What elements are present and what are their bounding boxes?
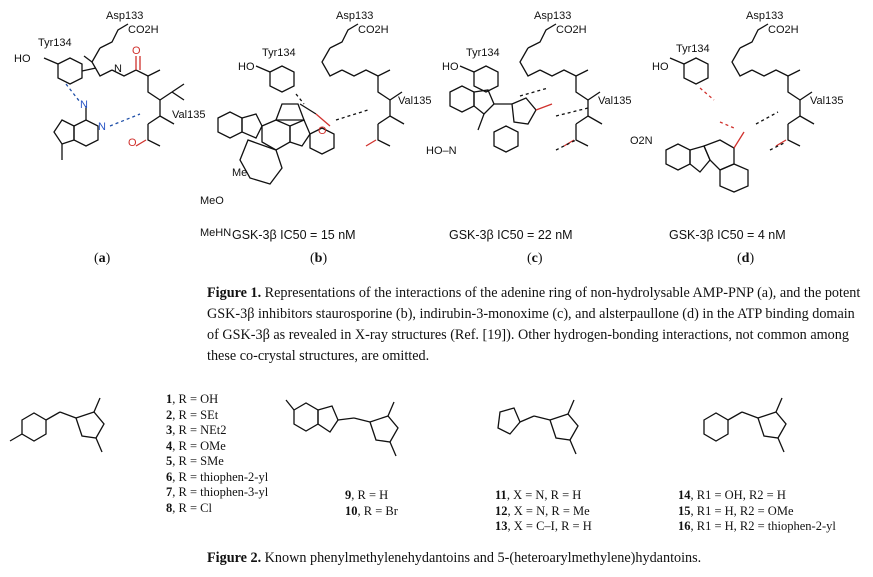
mehn-label-b: MeHN <box>200 227 231 239</box>
n1-label-a: N <box>98 121 106 133</box>
val135-label-b: Val135 <box>398 95 431 107</box>
list-item: 12, X = N, R = Me <box>495 503 590 518</box>
o-label-b: O <box>318 125 327 137</box>
figure-1-caption-text: Representations of the interactions of t… <box>207 285 861 364</box>
panel-c-structure <box>449 23 603 153</box>
compound-list-14-16: 14, R1 = OH, R2 = H 15, R1 = H, R2 = OMe… <box>678 488 836 535</box>
ho-label-d: HO <box>652 61 669 73</box>
panel-label-c: (c) <box>527 251 543 266</box>
asp133-label-c: Asp133 <box>534 10 571 22</box>
list-item: 14, R1 = OH, R2 = H <box>678 488 786 502</box>
ho-label-b: HO <box>238 61 255 73</box>
panel-label-b: (b) <box>310 251 328 266</box>
compound-list-11-13: 11, X = N, R = H 12, X = N, R = Me 13, X… <box>495 488 592 535</box>
list-item: 13, X = C–I, R = H <box>495 519 592 533</box>
list-item: 16, R1 = H, R2 = thiophen-2-yl <box>678 519 836 533</box>
list-item: 4, R = OMe <box>166 438 226 453</box>
list-item: 9, R = H <box>345 488 389 502</box>
co2h-label-d: CO2H <box>768 24 799 36</box>
panel-d-structure <box>665 23 815 193</box>
list-item: 8, R = Cl <box>166 500 212 515</box>
list-item: 11, X = N, R = H <box>495 488 582 502</box>
compound-list-1-8: 1, R = OH 2, R = SEt 3, R = NEt2 4, R = … <box>166 392 268 516</box>
imidazole-hydantoin-structure <box>497 399 579 455</box>
val135-label-a: Val135 <box>172 109 205 121</box>
hon-label-c: HO–N <box>426 145 457 157</box>
o2-label-a: O <box>128 137 137 149</box>
o2n-label-d: O2N <box>630 135 653 147</box>
asp133-label-b: Asp133 <box>336 10 373 22</box>
tyr134-label-a: Tyr134 <box>38 37 72 49</box>
list-item: 15, R1 = H, R2 = OMe <box>678 503 794 518</box>
o-label-a: O <box>132 45 141 57</box>
tyr134-label-c: Tyr134 <box>466 47 500 59</box>
figure-1-structures: Asp133 CO2H Tyr134 Val135 HO N O O N N A… <box>14 10 843 239</box>
list-item: 10, R = Br <box>345 503 398 518</box>
nh2-label-a: N <box>80 99 88 111</box>
me-label-b: Me <box>232 167 247 179</box>
asp133-label-a: Asp133 <box>106 10 143 22</box>
ho-label-a: HO <box>14 53 31 65</box>
list-item: 3, R = NEt2 <box>166 423 227 437</box>
indole-hydantoin-structure <box>285 399 399 457</box>
co2h-label-b: CO2H <box>358 24 389 36</box>
list-item: 2, R = SEt <box>166 407 219 422</box>
list-item: 1, R = OH <box>166 392 219 406</box>
phenyl-hydantoin-structure <box>9 397 105 453</box>
compound-list-9-10: 9, R = H 10, R = Br <box>345 488 398 519</box>
asp133-label-d: Asp133 <box>746 10 783 22</box>
figure-2-caption-text: Known phenylmethylenehydantoins and 5-(h… <box>264 550 702 566</box>
figure-1-caption: Figure 1. Representations of the interac… <box>207 283 862 367</box>
val135-label-d: Val135 <box>810 95 843 107</box>
co2h-label-c: CO2H <box>556 24 587 36</box>
panel-label-d: (d) <box>737 251 755 266</box>
tyr134-label-d: Tyr134 <box>676 43 710 55</box>
figure-2-caption-label: Figure 2. <box>207 550 262 566</box>
meo-label-b: MeO <box>200 195 224 207</box>
co2h-label-a: CO2H <box>128 24 159 36</box>
list-item: 5, R = SMe <box>166 454 224 468</box>
figure-1-caption-label: Figure 1. <box>207 285 262 301</box>
list-item: 7, R = thiophen-3-yl <box>166 485 269 499</box>
nh-label-a: N <box>114 63 122 75</box>
panel-b-structure <box>217 23 405 185</box>
panel-label-a: (a) <box>94 251 111 266</box>
val135-label-c: Val135 <box>598 95 631 107</box>
panel-a-structure <box>43 23 185 160</box>
ho-label-c: HO <box>442 61 459 73</box>
ic50-d: GSK-3β IC50 = 4 nM <box>669 228 786 242</box>
ic50-c: GSK-3β IC50 = 22 nM <box>449 228 573 242</box>
ic50-b: GSK-3β IC50 = 15 nM <box>232 228 356 242</box>
list-item: 6, R = thiophen-2-yl <box>166 469 269 484</box>
pyridine-hydantoin-structure <box>703 397 787 453</box>
tyr134-label-b: Tyr134 <box>262 47 296 59</box>
figure-2-caption: Figure 2. Known phenylmethylenehydantoin… <box>207 548 862 569</box>
